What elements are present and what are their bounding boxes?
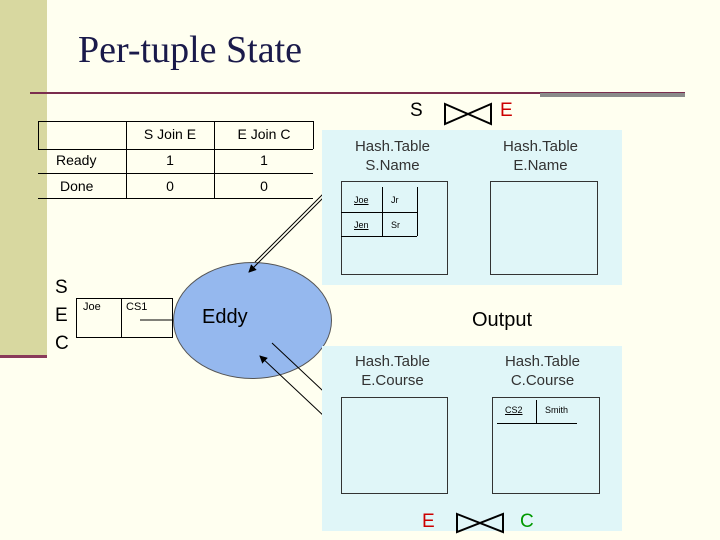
state-table-header-2: E Join C: [237, 126, 291, 142]
hashtable-c-course-row-divider: [497, 423, 577, 424]
title-rule-shadow: [540, 93, 685, 97]
hashtable-key: C.Course: [510, 372, 575, 389]
upper-panel: [322, 130, 622, 285]
hashtable-s-name-row-divider: [341, 212, 417, 213]
left-accent-bar: [0, 0, 47, 355]
hashtable-title: Hash.Table: [354, 353, 431, 370]
tuple-letter-c: C: [55, 333, 69, 354]
state-table-right-border: [313, 121, 314, 149]
hashtable-entry-key: CS2: [505, 405, 523, 415]
hashtable-c-course-label: Hash.Table C.Course: [485, 352, 600, 390]
join-bottom-left: E: [422, 511, 435, 532]
eddy-operator: [173, 262, 332, 379]
state-table-left-border: [38, 121, 39, 149]
state-table-col-divider-1: [126, 121, 127, 198]
state-table-row-label-done: Done: [60, 178, 94, 194]
state-table-top-border: [38, 121, 313, 122]
state-table-header-1: S Join E: [143, 126, 197, 142]
state-table-row-label-ready: Ready: [56, 152, 97, 168]
left-accent-line: [0, 355, 47, 358]
hashtable-s-name-col-divider: [382, 187, 383, 236]
hashtable-s-name-col-divider: [417, 187, 418, 236]
join-bottom-right: C: [520, 511, 534, 532]
eddy-label: Eddy: [202, 306, 248, 328]
state-table-bottom-border: [38, 198, 313, 199]
title-rule: [30, 92, 685, 94]
hashtable-c-course-col-divider: [536, 400, 537, 423]
state-table-cell: 0: [260, 178, 268, 194]
state-table-cell: 1: [260, 152, 268, 168]
tuple-letter-s: S: [55, 277, 68, 298]
join-top-left: S: [410, 100, 423, 121]
hashtable-entry-key: Joe: [354, 195, 369, 205]
output-label: Output: [472, 309, 533, 331]
hashtable-e-name-label: Hash.Table E.Name: [483, 137, 598, 175]
tuple-letter-e: E: [55, 305, 68, 326]
hashtable-key: E.Name: [513, 157, 568, 174]
hashtable-e-course-label: Hash.Table E.Course: [335, 352, 450, 390]
join-top-right: E: [500, 100, 513, 121]
join-bottom-bowtie-icon: [456, 512, 504, 534]
hashtable-title: Hash.Table: [504, 353, 581, 370]
lower-panel: [322, 346, 622, 531]
state-table-cell: 1: [166, 152, 174, 168]
hashtable-entry-value: Smith: [545, 405, 569, 415]
hashtable-e-course-box: [341, 397, 448, 494]
hashtable-title: Hash.Table: [502, 138, 579, 155]
hashtable-s-name-row-divider: [341, 236, 417, 237]
hashtable-title: Hash.Table: [354, 138, 431, 155]
state-table-header-divider: [38, 149, 313, 150]
hashtable-entry-key: Jen: [354, 220, 369, 230]
hashtable-s-name-box: [341, 181, 448, 275]
tuple-value-cs1: CS1: [126, 301, 148, 313]
hashtable-key: S.Name: [365, 157, 420, 174]
tuple-value-joe: Joe: [83, 301, 101, 313]
hashtable-e-name-box: [490, 181, 598, 275]
arrow-from-upper-panel: [248, 189, 332, 273]
state-table-col-divider-2: [214, 121, 215, 198]
hashtable-s-name-label: Hash.Table S.Name: [335, 137, 450, 175]
state-table-cell: 0: [166, 178, 174, 194]
arrow-from-lower-panel: [259, 355, 327, 419]
hashtable-entry-value: Jr: [391, 195, 399, 205]
tuple-field-c: [120, 298, 173, 338]
tuple-field-e: [76, 298, 122, 338]
join-top-bowtie-icon: [444, 102, 492, 126]
hashtable-key: E.Course: [361, 372, 424, 389]
slide-title: Per-tuple State: [78, 29, 303, 71]
hashtable-c-course-box: [492, 397, 600, 494]
hashtable-entry-value: Sr: [391, 220, 400, 230]
state-table-row-divider: [38, 173, 313, 174]
